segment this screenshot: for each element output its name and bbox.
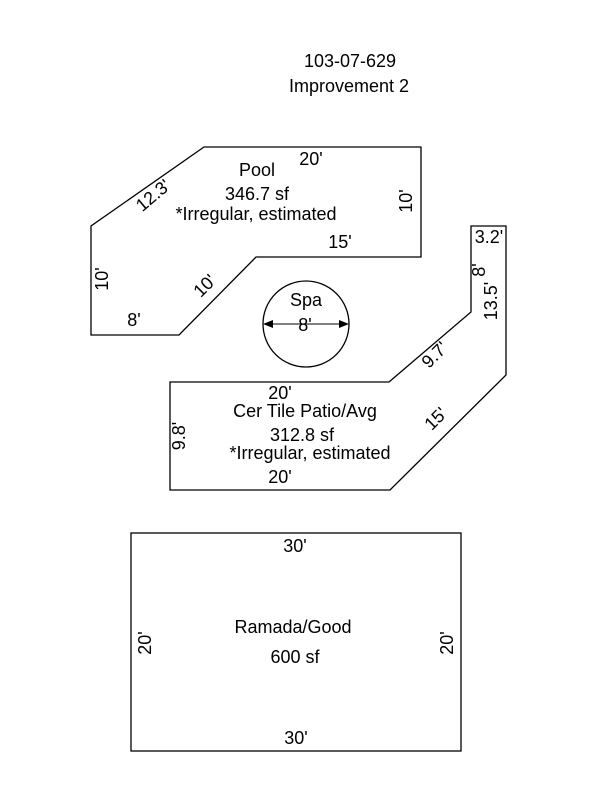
pool-dim-bottom: 8' <box>127 310 140 330</box>
ramada-label: Ramada/Good <box>234 617 351 637</box>
parcel-id: 103-07-629 <box>304 51 396 71</box>
patio-area: 20' Cer Tile Patio/Avg 312.8 sf *Irregul… <box>169 225 507 491</box>
spa-label: Spa <box>290 290 323 310</box>
ramada-area-value: 600 sf <box>270 647 320 667</box>
patio-outline <box>169 225 507 491</box>
ramada-area: 30' Ramada/Good 600 sf 20' 20' 30' <box>130 532 462 752</box>
spa-area: Spa 8' <box>262 280 350 368</box>
patio-dim-notch-top: 3.2' <box>475 227 503 247</box>
pool-area-value: 346.7 sf <box>225 184 290 204</box>
ramada-dim-bottom: 30' <box>284 728 307 748</box>
patio-note: *Irregular, estimated <box>229 443 390 463</box>
patio-dim-right: 13.5' <box>481 282 501 320</box>
pool-dim-right: 10' <box>396 189 416 212</box>
ramada-outline <box>130 532 462 752</box>
patio-label: Cer Tile Patio/Avg <box>233 401 377 421</box>
pool-dim-inner-horizontal: 15' <box>328 232 351 252</box>
patio-dim-top: 20' <box>268 383 291 403</box>
ramada-dim-right: 20' <box>437 631 457 654</box>
ramada-dim-left: 20' <box>135 631 155 654</box>
pool-outline <box>90 146 422 336</box>
pool-dim-diagonal-upper: 12.3' <box>132 175 174 215</box>
pool-dim-left: 10' <box>92 267 112 290</box>
improvement-title: Improvement 2 <box>289 76 409 96</box>
pool-note: *Irregular, estimated <box>175 204 336 224</box>
patio-area-value: 312.8 sf <box>270 425 335 445</box>
pool-dim-diagonal-lower: 10' <box>189 270 220 301</box>
patio-dim-notch-inner: 8' <box>469 263 489 276</box>
patio-dim-bottom: 20' <box>268 467 291 487</box>
ramada-dim-top: 30' <box>283 536 306 556</box>
pool-dim-top: 20' <box>299 149 322 169</box>
pool-area: Pool 346.7 sf *Irregular, estimated 20' … <box>90 146 422 336</box>
pool-label: Pool <box>239 160 275 180</box>
patio-dim-diagonal-lower: 15' <box>420 403 451 434</box>
patio-dim-left: 9.8' <box>169 422 189 450</box>
patio-dim-diagonal-upper: 9.7' <box>418 338 452 372</box>
spa-diameter-label: 8' <box>298 315 311 335</box>
